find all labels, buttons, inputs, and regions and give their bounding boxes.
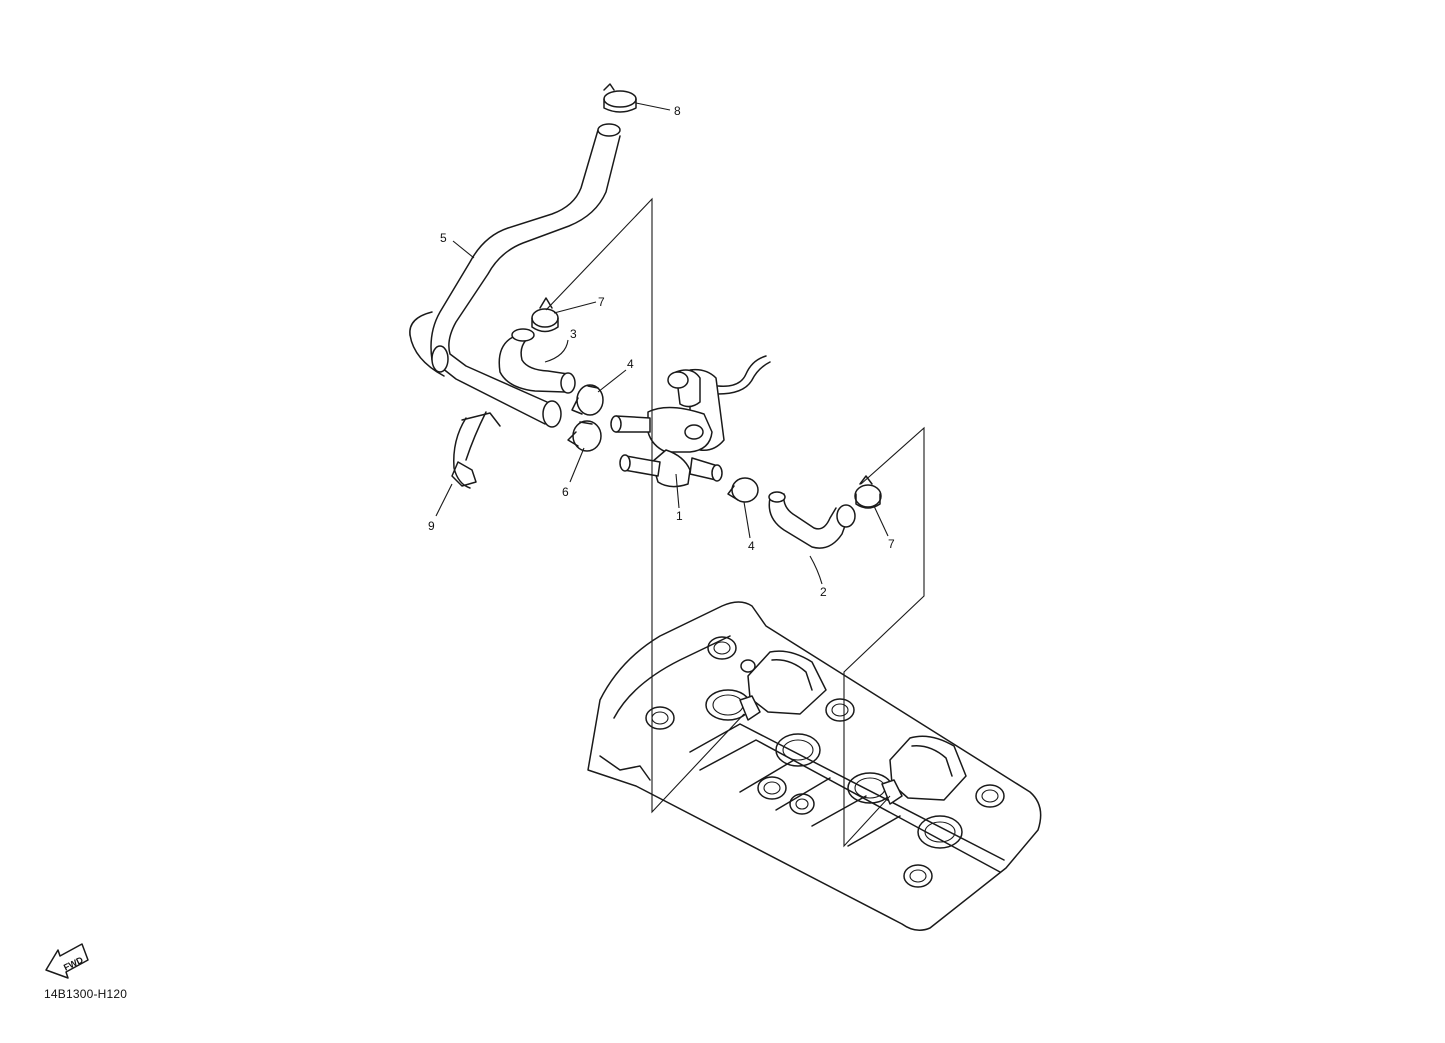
reed-valve-cover-left [739,650,827,721]
plug-hole [775,733,821,767]
part-8-clamp[interactable] [603,83,637,113]
part-6-clamp[interactable] [567,420,602,452]
part-9-bracket[interactable] [451,411,501,489]
part-7-clamp-right[interactable] [854,475,882,509]
bolt-boss [789,793,815,815]
callout-7-right: 7 [888,537,895,551]
callout-5: 5 [440,231,447,245]
part-3-hose[interactable] [498,328,576,394]
reed-valve-cover-right [881,735,967,805]
diagram-code: 14B1300-H120 [44,987,128,1001]
part-7-clamp-left[interactable] [531,297,559,333]
callout-2: 2 [820,585,827,599]
callout-6: 6 [562,485,569,499]
part-2-hose[interactable] [768,491,856,549]
callout-labels: 8 5 7 3 4 6 1 4 7 2 9 [428,104,895,599]
leader-lines [435,102,889,585]
bolt-boss [825,698,855,722]
bolt-boss [757,776,787,800]
part-4-clamp-left[interactable] [571,384,604,416]
callout-4-right: 4 [748,539,755,553]
callout-1: 1 [676,509,683,523]
fwd-arrow-icon: FWD [45,943,89,979]
callout-7-left: 7 [598,295,605,309]
bolt-boss [707,636,737,660]
callout-9: 9 [428,519,435,533]
bolt-boss [645,706,675,730]
callout-3: 3 [570,327,577,341]
callout-4-left: 4 [627,357,634,371]
plug-hole [917,815,963,849]
part-5-hose[interactable] [409,123,621,428]
part-1-air-cut-valve[interactable] [610,355,771,488]
bolt-boss [975,784,1005,808]
cylinder-head-cover [587,601,1042,931]
callout-8: 8 [674,104,681,118]
part-4-clamp-right[interactable] [727,477,759,503]
bolt-boss [903,864,933,888]
assembly-lines [545,197,925,848]
